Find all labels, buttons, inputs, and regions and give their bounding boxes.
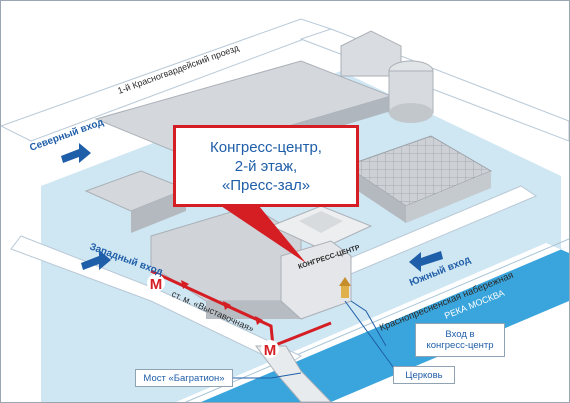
- arrow-icon: [81, 250, 111, 270]
- tag-entrance-line-2: конгресс-центр: [426, 340, 494, 351]
- tag-bridge: Мост «Багратион»: [135, 369, 233, 387]
- callout-pointer: [221, 206, 306, 263]
- tag-entrance-line-1: Вход в: [445, 329, 475, 340]
- arrow-icon: [61, 143, 91, 163]
- expo-hall-front: [406, 171, 491, 223]
- congress-centre-pyramid: [299, 211, 343, 233]
- route-arrows: [181, 280, 263, 325]
- callout-line-2: 2-й этаж,: [234, 157, 298, 175]
- leader-church: [344, 300, 397, 372]
- leader-bridge: [233, 372, 302, 379]
- leader-entrance: [350, 300, 387, 347]
- building-west-a-side: [131, 189, 186, 233]
- svg-text:М: М: [150, 276, 163, 293]
- metro-route: [150, 269, 332, 349]
- metro-icon: М: [147, 274, 165, 293]
- arrow-icon: [409, 251, 443, 272]
- church-icon: [339, 277, 351, 298]
- press-hall-callout: Конгресс-центр, 2-й этаж, «Пресс-зал»: [173, 125, 359, 207]
- building-tower-base: [340, 30, 402, 77]
- svg-text:М: М: [264, 342, 277, 359]
- embankment-edge: [185, 238, 569, 402]
- tag-church-label: Церковь: [405, 369, 443, 381]
- callout-line-3: «Пресс-зал»: [221, 176, 311, 194]
- callout-line-1: Конгресс-центр,: [210, 138, 322, 156]
- tag-church: Церковь: [393, 366, 455, 384]
- tag-bridge-label: Мост «Багратион»: [143, 372, 225, 384]
- expo-hall-side: [346, 166, 406, 223]
- tag-congress-entrance: Вход в конгресс-центр: [415, 323, 505, 357]
- tower-bottom: [389, 103, 433, 123]
- metro-icon: М: [261, 340, 279, 359]
